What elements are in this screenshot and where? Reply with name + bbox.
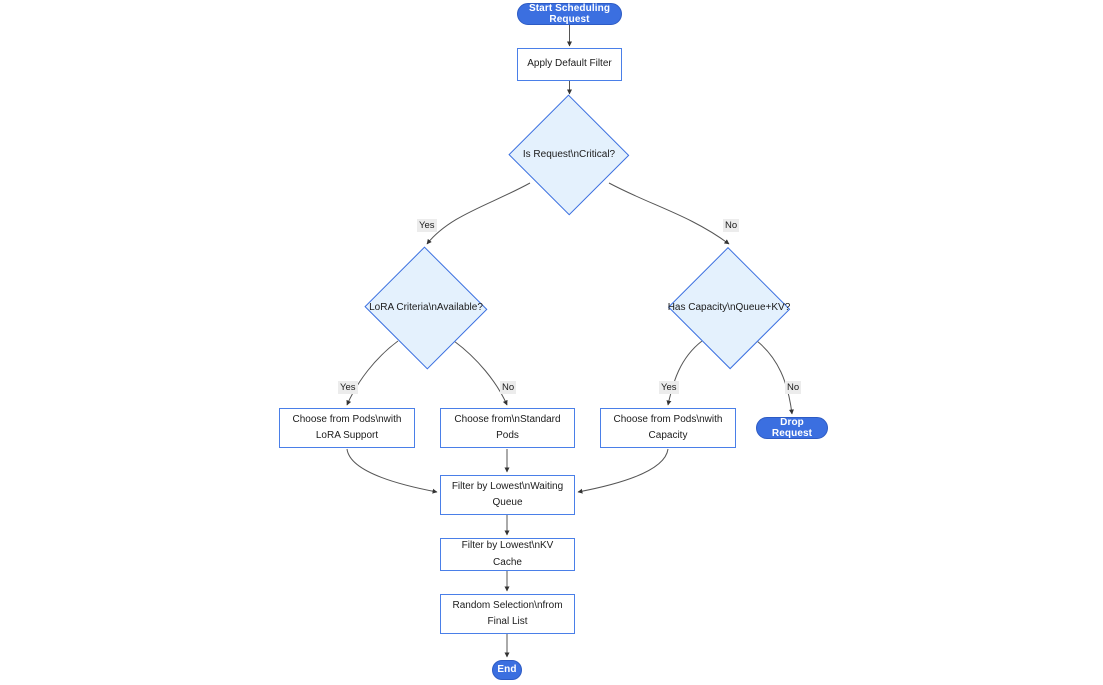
node-choose-pods-with-lora-support-label: Choose from Pods\nwith LoRA Support [292,413,402,442]
node-random-selection-from-final-list[interactable]: Random Selection\nfrom Final List [440,594,575,634]
edge-label-capacity-yes: Yes [659,381,679,395]
node-filter-by-lowest-kv-cache[interactable]: Filter by Lowest\nKV Cache [440,538,575,571]
node-lora-criteria-available[interactable]: LoRA Criteria\nAvailable? [363,246,489,370]
node-has-capacity-queue-kv-label: Has Capacity\nQueue+KV? [667,302,791,313]
edge-capacity-yes-to-pods-capacity [666,340,703,406]
node-lora-criteria-available-label: LoRA Criteria\nAvailable? [369,302,483,313]
node-end[interactable]: End [492,660,522,680]
edge-label-lora-no: No [500,381,517,395]
node-drop-request-label: Drop Request [771,416,813,440]
edge-is-critical-no-to-capacity [608,182,730,245]
edge-lora-no-to-pods-standard [453,340,508,406]
node-random-selection-from-final-list-label: Random Selection\nfrom Final List [452,599,563,628]
edge-pods-capacity-to-filter-queue [577,448,669,494]
node-start-label: Start Scheduling Request [528,2,611,26]
node-apply-default-filter-label: Apply Default Filter [527,58,612,70]
node-has-capacity-queue-kv[interactable]: Has Capacity\nQueue+KV? [667,247,791,369]
edge-label-capacity-no: No [785,381,802,395]
edge-lora-yes-to-pods-lora [346,340,399,406]
edge-is-critical-yes-to-lora [426,182,531,245]
node-filter-by-lowest-waiting-queue-label: Filter by Lowest\nWaiting Queue [451,480,564,509]
node-filter-by-lowest-kv-cache-label: Filter by Lowest\nKV Cache [461,540,554,568]
edge-label-is-critical-no: No [723,219,740,233]
node-is-request-critical-label: Is Request\nCritical? [522,149,616,160]
node-apply-default-filter[interactable]: Apply Default Filter [517,48,622,81]
node-choose-standard-pods[interactable]: Choose from\nStandard Pods [440,408,575,448]
node-filter-by-lowest-waiting-queue[interactable]: Filter by Lowest\nWaiting Queue [440,475,575,515]
edge-capacity-no-to-drop-request [756,340,794,415]
edge-pods-lora-to-filter-queue [346,448,438,494]
node-start[interactable]: Start Scheduling Request [517,3,622,25]
node-drop-request[interactable]: Drop Request [756,417,828,439]
node-choose-pods-with-capacity-label: Choose from Pods\nwith Capacity [613,413,723,442]
edge-label-is-critical-yes: Yes [417,219,437,233]
node-is-request-critical[interactable]: Is Request\nCritical? [508,94,630,216]
node-choose-pods-with-capacity[interactable]: Choose from Pods\nwith Capacity [600,408,736,448]
edge-label-lora-yes: Yes [338,381,358,395]
node-choose-pods-with-lora-support[interactable]: Choose from Pods\nwith LoRA Support [279,408,415,448]
node-end-label: End [497,664,517,676]
node-choose-standard-pods-label: Choose from\nStandard Pods [454,413,561,442]
